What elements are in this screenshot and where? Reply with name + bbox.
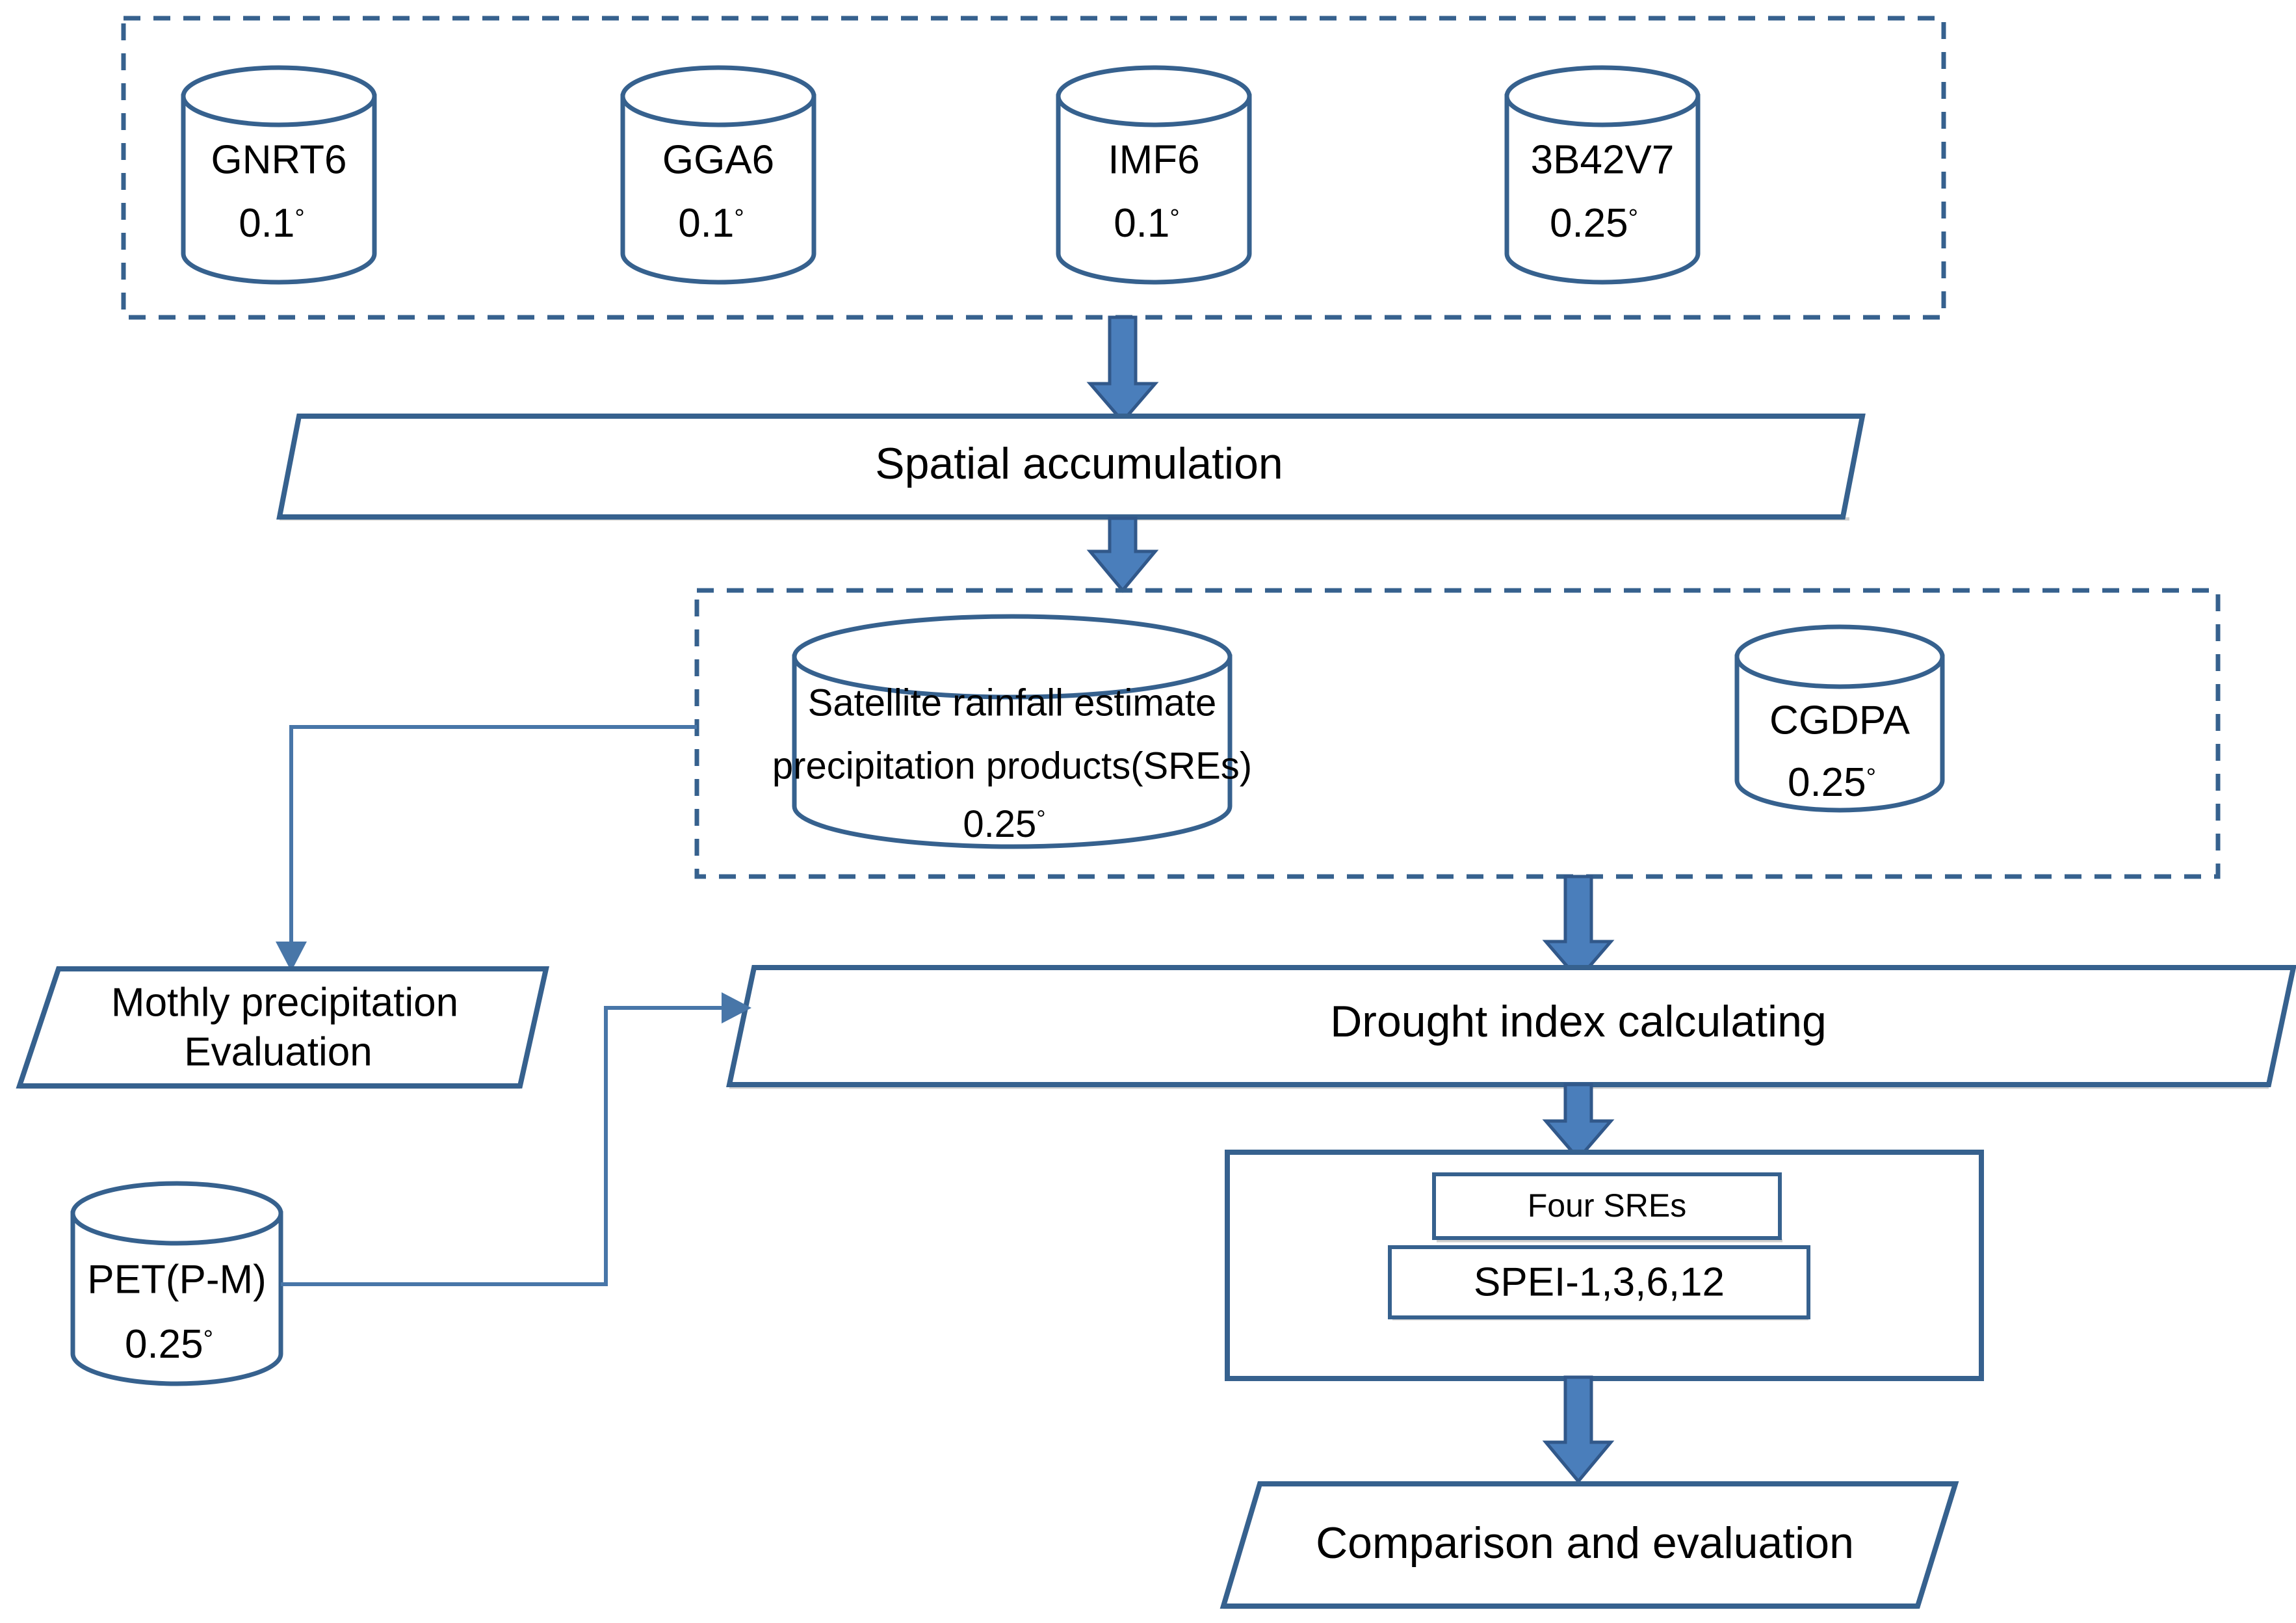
cylinder-pet-resolution: 0.25 bbox=[125, 1322, 203, 1367]
cylinder-sres-line1: Satellite rainfall estimate bbox=[808, 681, 1217, 724]
parallelogram-monthly-precip-eval-line1: Mothly precipitation bbox=[111, 980, 458, 1025]
edge-pet-to-drought bbox=[281, 992, 751, 1286]
edge-spatial-to-sres bbox=[1086, 516, 1159, 593]
box-spei[interactable]: SPEI-1,3,6,12 bbox=[1388, 1245, 1810, 1321]
cylinder-imf6-unit: ° bbox=[1169, 204, 1179, 232]
parallelogram-monthly-precip-eval[interactable]: Mothly precipitation Evaluation bbox=[16, 966, 549, 1089]
cylinder-sres-unit: ° bbox=[1036, 805, 1045, 832]
cylinder-3b42v7-label: 3B42V7 bbox=[1531, 137, 1675, 182]
cylinder-cgdpa-label: CGDPA bbox=[1769, 698, 1911, 743]
svg-text:0.25°: 0.25° bbox=[963, 803, 1045, 845]
cylinder-gnrt6-resolution: 0.1 bbox=[239, 201, 294, 246]
cylinder-imf6-label: IMF6 bbox=[1108, 137, 1199, 182]
resampled-products-group bbox=[694, 588, 2221, 879]
input-products-group bbox=[121, 16, 1946, 320]
cylinder-3b42v7[interactable]: 3B42V7 0.25° bbox=[1504, 65, 1701, 285]
parallelogram-comparison[interactable]: Comparison and evaluation bbox=[1220, 1481, 1959, 1609]
cylinder-gga6[interactable]: GGA6 0.1° bbox=[620, 65, 816, 285]
box-four-sres[interactable]: Four SREs bbox=[1432, 1172, 1782, 1243]
box-spei-label: SPEI-1,3,6,12 bbox=[1474, 1260, 1725, 1304]
cylinder-imf6-resolution: 0.1 bbox=[1114, 201, 1169, 246]
cylinder-gga6-unit: ° bbox=[734, 204, 744, 232]
cylinder-sres-line2: precipitation products(SREs) bbox=[772, 745, 1252, 787]
cylinder-gga6-resolution: 0.1 bbox=[678, 201, 734, 246]
cylinder-cgdpa-resolution: 0.25 bbox=[1788, 760, 1866, 805]
cylinder-imf6[interactable]: IMF6 0.1° bbox=[1056, 65, 1252, 285]
cylinder-cgdpa[interactable]: CGDPA 0.25° bbox=[1734, 624, 1945, 813]
cylinder-sres-resolution: 0.25 bbox=[963, 803, 1036, 845]
svg-text:0.1°: 0.1° bbox=[678, 201, 744, 246]
parallelogram-monthly-precip-eval-line2: Evaluation bbox=[184, 1029, 372, 1074]
cylinder-3b42v7-unit: ° bbox=[1628, 204, 1638, 232]
cylinder-3b42v7-resolution: 0.25 bbox=[1550, 201, 1628, 246]
cylinder-gnrt6-unit: ° bbox=[294, 204, 304, 232]
edge-spei-box-to-comparison bbox=[1542, 1375, 1615, 1484]
edge-inputs-to-spatial bbox=[1086, 315, 1159, 424]
parallelogram-spatial-accumulation[interactable]: Spatial accumulation bbox=[276, 414, 1866, 521]
svg-text:0.1°: 0.1° bbox=[1114, 201, 1180, 246]
parallelogram-comparison-label: Comparison and evaluation bbox=[1316, 1518, 1854, 1568]
svg-text:0.25°: 0.25° bbox=[125, 1322, 213, 1367]
parallelogram-spatial-accumulation-label: Spatial accumulation bbox=[875, 439, 1283, 488]
parallelogram-drought-index-label: Drought index calculating bbox=[1330, 997, 1827, 1046]
cylinder-gga6-label: GGA6 bbox=[662, 137, 774, 182]
cylinder-sres[interactable]: Satellite rainfall estimate precipitatio… bbox=[772, 614, 1252, 849]
cylinder-gnrt6-label: GNRT6 bbox=[211, 137, 346, 182]
cylinder-pet-unit: ° bbox=[203, 1325, 213, 1353]
svg-text:0.25°: 0.25° bbox=[1550, 201, 1638, 246]
edge-sres-to-monthly-eval bbox=[276, 725, 697, 971]
cylinder-cgdpa-unit: ° bbox=[1866, 763, 1876, 791]
box-four-sres-label: Four SREs bbox=[1528, 1187, 1687, 1224]
edge-drought-to-spei-box bbox=[1542, 1083, 1615, 1161]
cylinder-gnrt6[interactable]: GNRT6 0.1° bbox=[181, 65, 377, 285]
spei-container-box[interactable]: Four SREs SPEI-1,3,6,12 bbox=[1225, 1150, 1984, 1381]
cylinder-pet-label: PET(P-M) bbox=[87, 1257, 267, 1302]
svg-text:0.25°: 0.25° bbox=[1788, 760, 1876, 805]
edge-sres-to-drought bbox=[1542, 875, 1615, 982]
parallelogram-drought-index[interactable]: Drought index calculating bbox=[726, 965, 2296, 1089]
svg-text:0.1°: 0.1° bbox=[239, 201, 305, 246]
cylinder-pet[interactable]: PET(P-M) 0.25° bbox=[70, 1181, 283, 1386]
